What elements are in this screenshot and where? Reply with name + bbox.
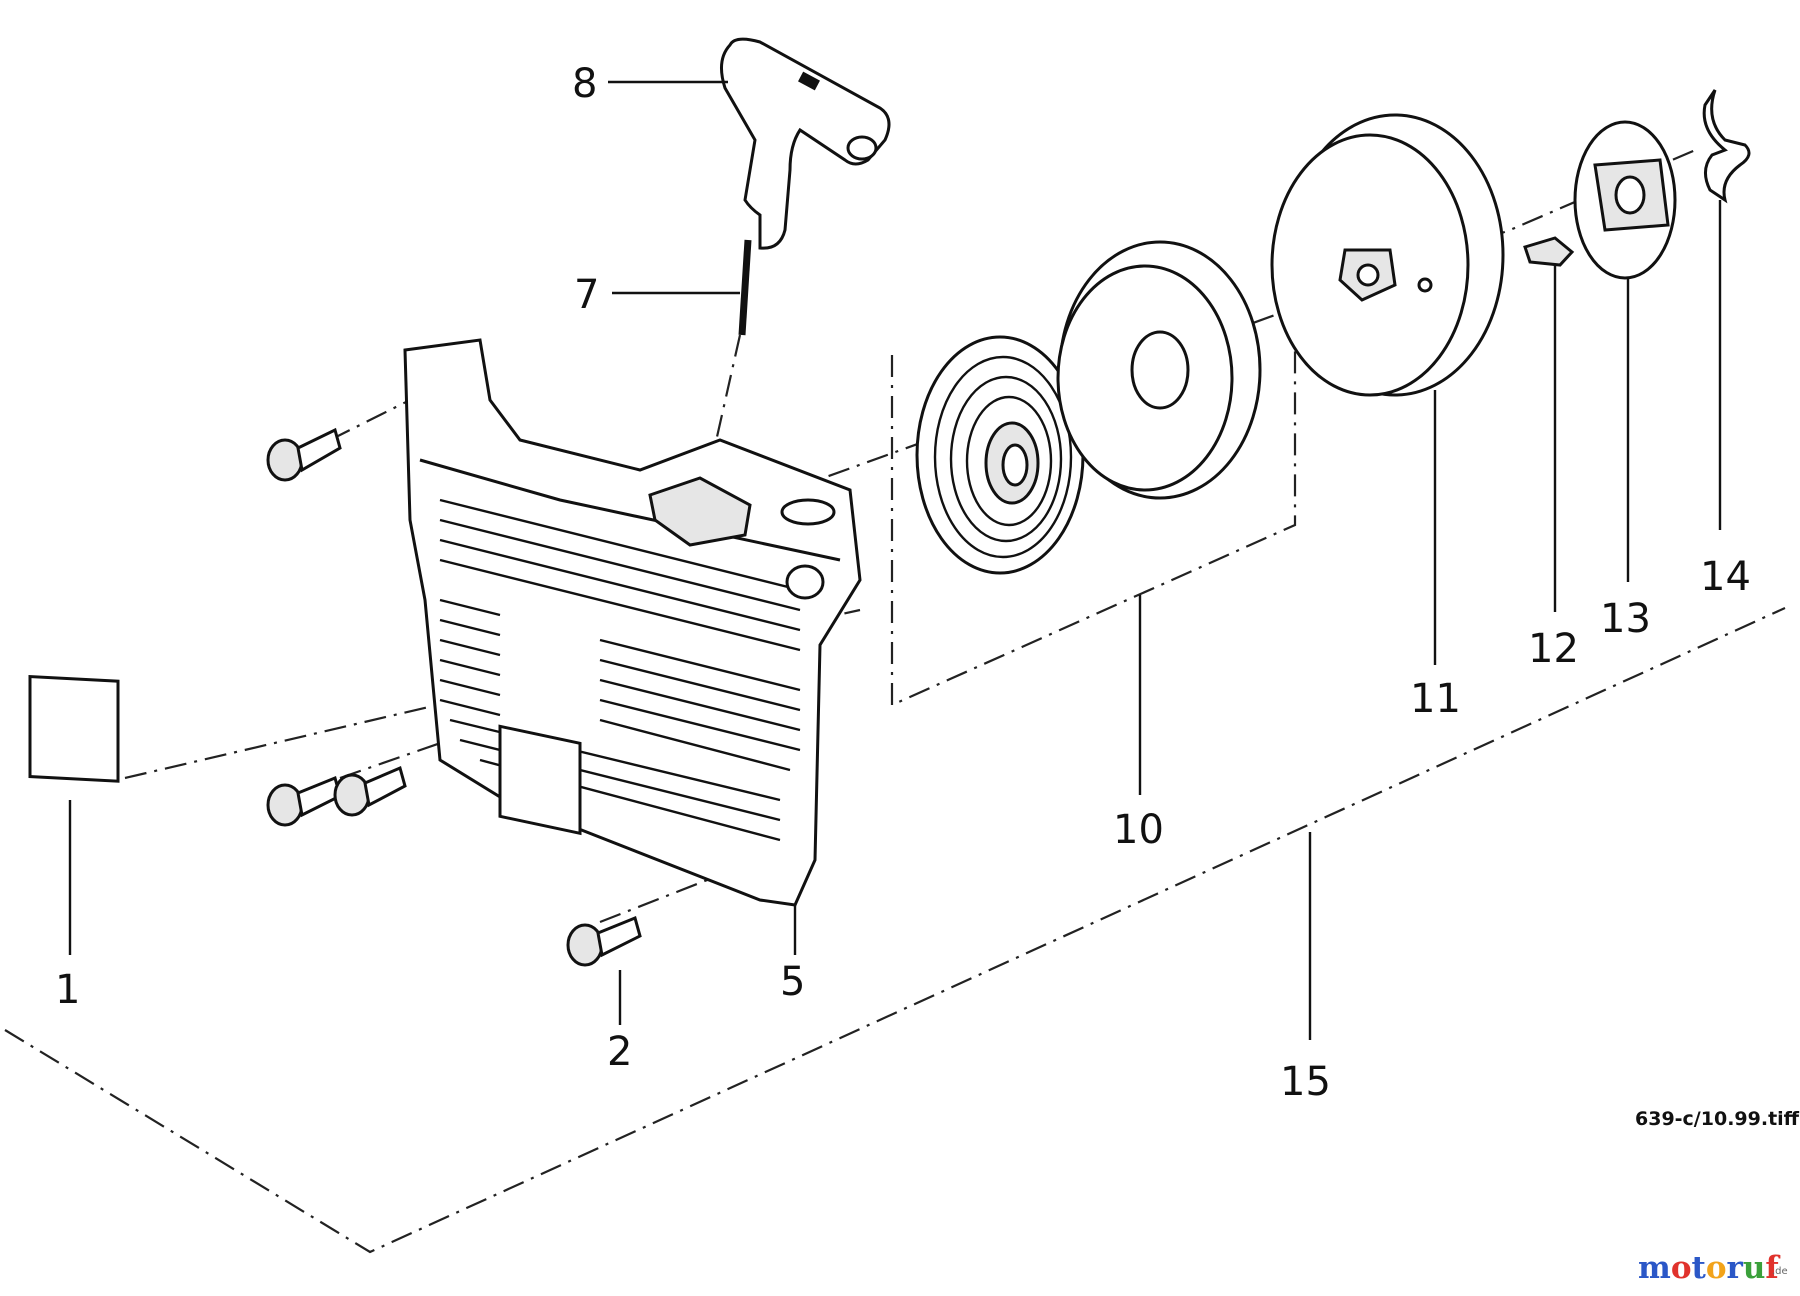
- callout-10: 10: [1113, 807, 1164, 853]
- callout-11: 11: [1410, 676, 1461, 722]
- callout-5: 5: [780, 959, 805, 1005]
- callout-13: 13: [1600, 596, 1651, 642]
- callout-7: 7: [574, 272, 599, 318]
- part-8-starter-handle: [719, 37, 891, 336]
- file-label: 639-c/10.99.tiff: [1635, 1108, 1800, 1130]
- assembly-boundary: [4, 606, 1786, 1254]
- screw-top: [266, 427, 342, 482]
- bracket-part-10: [890, 190, 1297, 707]
- wm-letter-5: u: [1743, 1250, 1766, 1286]
- part-5-starter-housing: [403, 338, 862, 907]
- svg-text:motoruf: motoruf: [1638, 1250, 1780, 1286]
- part-2-screw: [566, 915, 642, 967]
- wm-letter-3: o: [1706, 1250, 1727, 1286]
- callout-1: 1: [55, 967, 80, 1013]
- callout-15: 15: [1280, 1059, 1331, 1105]
- part-11-rope-pulley: [1270, 113, 1505, 397]
- part-12-pawl: [1523, 236, 1575, 267]
- wm-letter-0: m: [1638, 1250, 1671, 1286]
- callout-8: 8: [572, 61, 597, 107]
- callout-14: 14: [1700, 554, 1751, 600]
- wm-letter-2: t: [1692, 1250, 1707, 1286]
- wm-letter-1: o: [1671, 1250, 1692, 1286]
- screw-middle-left: [266, 775, 342, 827]
- part-1-label-plate: [28, 674, 120, 783]
- screw-middle-right: [333, 765, 407, 817]
- callout-2: 2: [607, 1029, 632, 1075]
- wm-letter-6: f: [1765, 1250, 1780, 1286]
- part-13-pawl-plate: [1573, 120, 1677, 280]
- wm-letter-4: r: [1727, 1250, 1744, 1286]
- part-10-recoil-spring: [915, 335, 1085, 575]
- part-10-spring-cover: [1056, 240, 1262, 500]
- axis-line-screw-top: [329, 394, 421, 441]
- watermark-logo: motoruf .de: [1638, 1250, 1788, 1286]
- wm-suffix: .de: [1772, 1266, 1788, 1277]
- part-14-circlip: [1702, 89, 1751, 204]
- axis-line-screw-bottom: [599, 873, 721, 924]
- housing-cooling-fins: [439, 498, 801, 842]
- callout-12: 12: [1528, 626, 1579, 672]
